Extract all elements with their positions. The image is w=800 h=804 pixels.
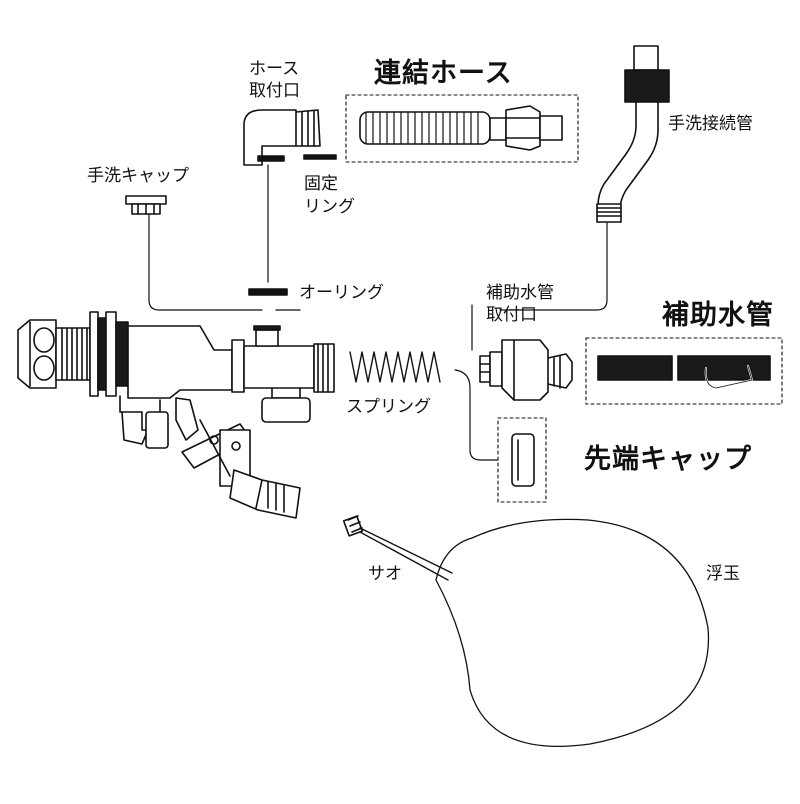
o-ring-label: オーリング bbox=[299, 283, 384, 303]
fixing-ring-icon bbox=[303, 154, 337, 160]
float-ball-icon bbox=[435, 518, 710, 748]
hand-wash-pipe-icon bbox=[596, 45, 670, 223]
o-ring-icon bbox=[248, 288, 288, 296]
hand-wash-cap-label: 手洗キャップ bbox=[87, 166, 189, 186]
hose-mount-icon bbox=[243, 109, 321, 166]
spring-icon bbox=[349, 351, 441, 383]
valve-body-icon bbox=[17, 311, 335, 519]
spring-label: スプリング bbox=[346, 397, 431, 417]
hand-wash-pipe-label: 手洗接続管 bbox=[668, 114, 753, 134]
float-rod-icon bbox=[342, 515, 453, 581]
hose-mount-label-1: ホース bbox=[249, 59, 300, 79]
fixing-ring-label-2: リング bbox=[304, 197, 355, 217]
hand-wash-cap-icon bbox=[125, 195, 167, 215]
aux-pipe-mount-icon bbox=[479, 339, 573, 401]
aux-pipe-mount-label-2: 取付口 bbox=[486, 305, 537, 325]
connecting-hose-icon bbox=[345, 94, 579, 163]
tip-cap-label: 先端キャップ bbox=[584, 444, 752, 475]
float-rod-label: サオ bbox=[368, 564, 402, 584]
aux-pipe-label: 補助水管 bbox=[662, 300, 774, 331]
leader-lines bbox=[148, 164, 608, 461]
float-ball-label: 浮玉 bbox=[706, 564, 740, 584]
hose-mount-label-2: 取付口 bbox=[249, 81, 300, 101]
tip-cap-icon bbox=[497, 417, 547, 503]
fixing-ring-label-1: 固定 bbox=[304, 174, 338, 194]
connecting-hose-label: 連結ホース bbox=[374, 58, 513, 89]
aux-pipe-mount-label-1: 補助水管 bbox=[486, 283, 554, 303]
aux-water-pipe-icon bbox=[585, 337, 783, 405]
